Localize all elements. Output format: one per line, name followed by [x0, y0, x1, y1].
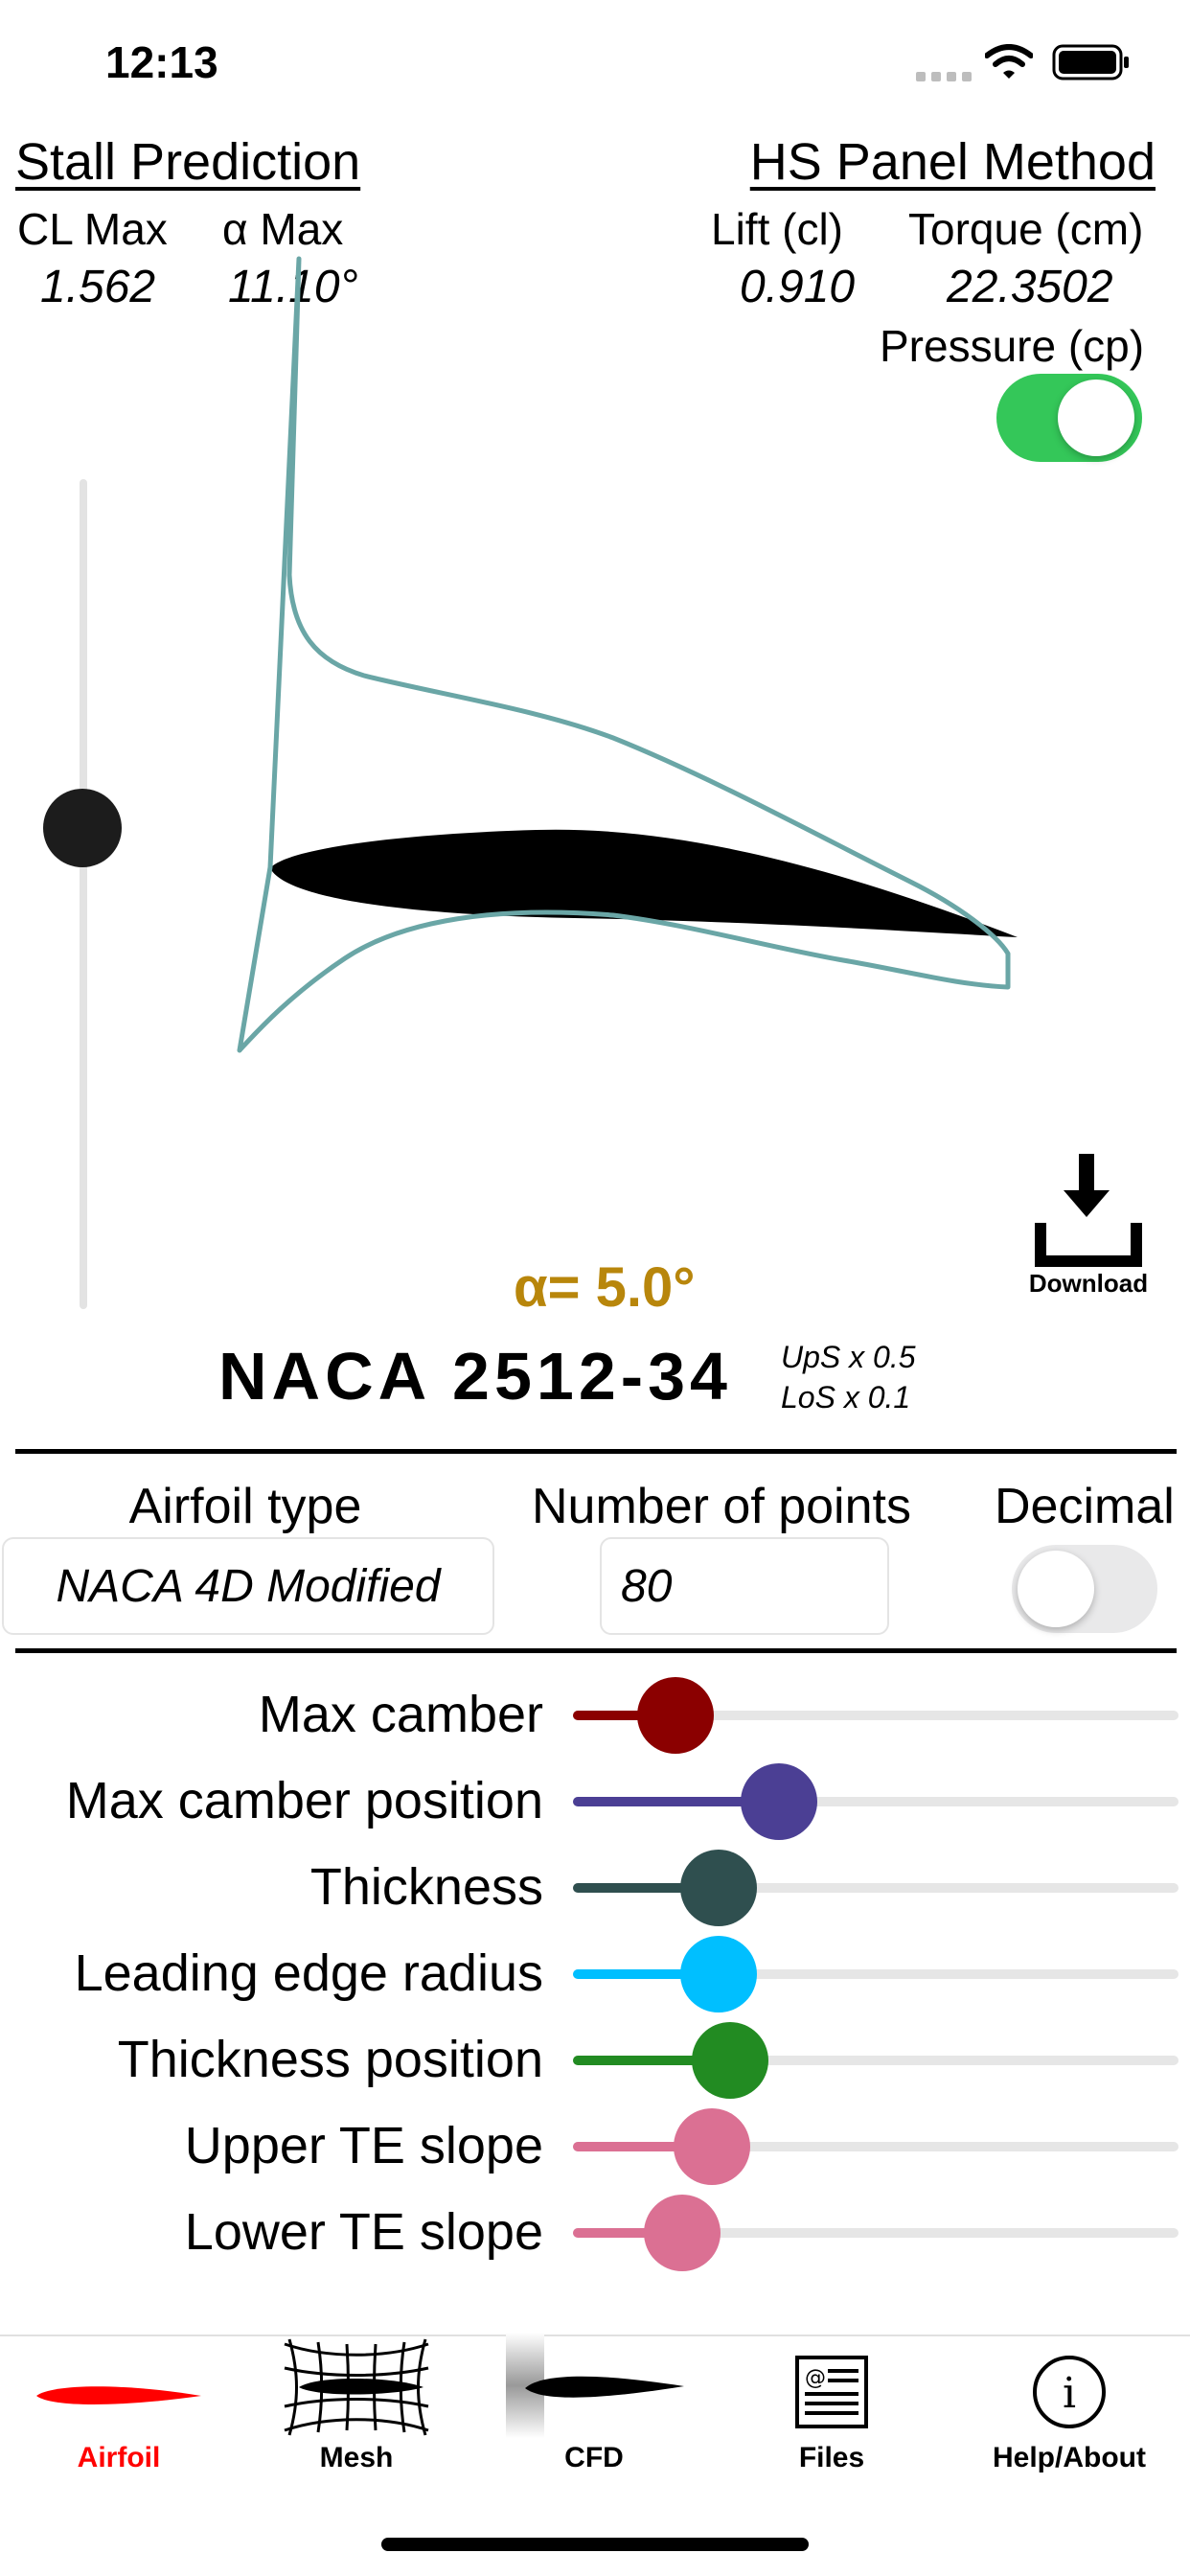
airfoil-type-label: Airfoil type — [128, 1479, 362, 1534]
cfd-icon — [506, 2333, 688, 2443]
alpha-max-value: 11.10° — [228, 262, 358, 312]
divider-bottom — [15, 1648, 1177, 1653]
download-label: Download — [1028, 1269, 1149, 1298]
angle-slider-track — [80, 479, 87, 1309]
files-icon: @ — [793, 2354, 870, 2435]
svg-text:i: i — [1063, 2369, 1076, 2418]
pressure-toggle-knob — [1058, 380, 1134, 456]
panel-method-title: HS Panel Method — [749, 133, 1156, 191]
tab-cfd-label: CFD — [564, 2442, 624, 2473]
airfoil-shape — [270, 829, 1018, 937]
slider-label: Thickness position — [117, 2031, 543, 2088]
tab-mesh[interactable]: Mesh — [238, 2329, 475, 2482]
decimal-label: Decimal — [995, 1479, 1175, 1534]
slider-track[interactable] — [573, 1936, 1179, 2012]
airfoil-plot — [237, 256, 1018, 1053]
slider-thumb[interactable] — [674, 2108, 751, 2185]
download-button[interactable]: Download — [1023, 1150, 1154, 1303]
upper-scale: UpS x 0.5 — [781, 1340, 916, 1374]
mesh-icon — [280, 2334, 433, 2445]
home-indicator[interactable] — [381, 2538, 809, 2551]
pressure-curve — [237, 256, 1011, 1053]
slider-label: Upper TE slope — [184, 2117, 543, 2174]
angle-slider[interactable] — [43, 479, 122, 1309]
tab-files[interactable]: @ Files — [713, 2329, 950, 2482]
airfoil-name: NACA 2512-34 — [218, 1339, 732, 1414]
tab-help[interactable]: i Help/About — [950, 2329, 1188, 2482]
divider-top — [15, 1449, 1177, 1454]
points-label: Number of points — [532, 1479, 911, 1534]
lower-scale: LoS x 0.1 — [781, 1380, 911, 1414]
slider-label: Leading edge radius — [74, 1944, 543, 2002]
airfoil-tab-icon — [33, 2377, 205, 2420]
airfoil-type-field[interactable]: NACA 4D Modified — [2, 1537, 494, 1635]
slider-fill — [573, 1711, 676, 1720]
angle-slider-thumb[interactable] — [43, 788, 122, 867]
pressure-label: Pressure (cp) — [880, 321, 1145, 371]
slider-fill — [573, 2056, 731, 2065]
slider-fill — [573, 1883, 719, 1893]
tab-help-label: Help/About — [993, 2442, 1146, 2473]
lift-value: 0.910 — [740, 262, 856, 312]
status-time: 12:13 — [105, 37, 218, 87]
pressure-toggle[interactable] — [996, 374, 1142, 462]
slider-track[interactable] — [573, 1763, 1179, 1840]
cl-max-value: 1.562 — [40, 262, 156, 312]
torque-value: 22.3502 — [947, 262, 1113, 312]
tab-airfoil[interactable]: Airfoil — [0, 2329, 238, 2482]
slider-thumb[interactable] — [679, 1936, 757, 2012]
slider-fill — [573, 1797, 779, 1806]
slider-fill — [573, 2142, 713, 2151]
slider-thumb[interactable] — [692, 2022, 769, 2099]
tab-airfoil-label: Airfoil — [77, 2442, 161, 2473]
airfoil-type-value: NACA 4D Modified — [56, 1561, 441, 1612]
info-icon: i — [1031, 2354, 1108, 2435]
battery-icon — [1052, 44, 1131, 80]
download-icon — [1031, 1150, 1146, 1269]
torque-label: Torque (cm) — [908, 204, 1144, 254]
slider-thumb[interactable] — [643, 2195, 721, 2271]
tab-bar-divider — [0, 2334, 1190, 2336]
slider-fill — [573, 1969, 719, 1979]
points-input[interactable]: 80 — [600, 1537, 889, 1635]
angle-label: α= 5.0° — [514, 1256, 696, 1319]
slider-track[interactable] — [573, 2108, 1179, 2185]
lift-label: Lift (cl) — [711, 204, 843, 254]
slider-thumb[interactable] — [637, 1677, 715, 1754]
slider-thumb[interactable] — [740, 1763, 817, 1840]
decimal-toggle[interactable] — [1012, 1545, 1157, 1633]
tab-cfd[interactable]: CFD — [475, 2329, 713, 2482]
slider-label: Lower TE slope — [184, 2203, 543, 2261]
stall-prediction-title: Stall Prediction — [15, 133, 361, 191]
status-bar: 12:13 — [0, 0, 1190, 125]
slider-label: Thickness — [309, 1858, 543, 1916]
slider-fill — [573, 2228, 682, 2238]
slider-label: Max camber position — [65, 1772, 543, 1829]
slider-track[interactable] — [573, 2195, 1179, 2271]
decimal-toggle-knob — [1018, 1551, 1094, 1627]
slider-track[interactable] — [573, 2022, 1179, 2099]
cl-max-label: CL Max — [17, 204, 168, 254]
tab-mesh-label: Mesh — [319, 2442, 394, 2473]
slider-track[interactable] — [573, 1677, 1179, 1754]
svg-text:@: @ — [805, 2366, 826, 2390]
tab-files-label: Files — [798, 2442, 865, 2473]
wifi-icon — [984, 44, 1034, 80]
slider-thumb[interactable] — [679, 1850, 757, 1926]
slider-label: Max camber — [258, 1686, 543, 1743]
slider-track[interactable] — [573, 1850, 1179, 1926]
alpha-max-label: α Max — [222, 204, 344, 254]
cellular-icon — [916, 69, 972, 81]
points-value: 80 — [621, 1561, 673, 1612]
